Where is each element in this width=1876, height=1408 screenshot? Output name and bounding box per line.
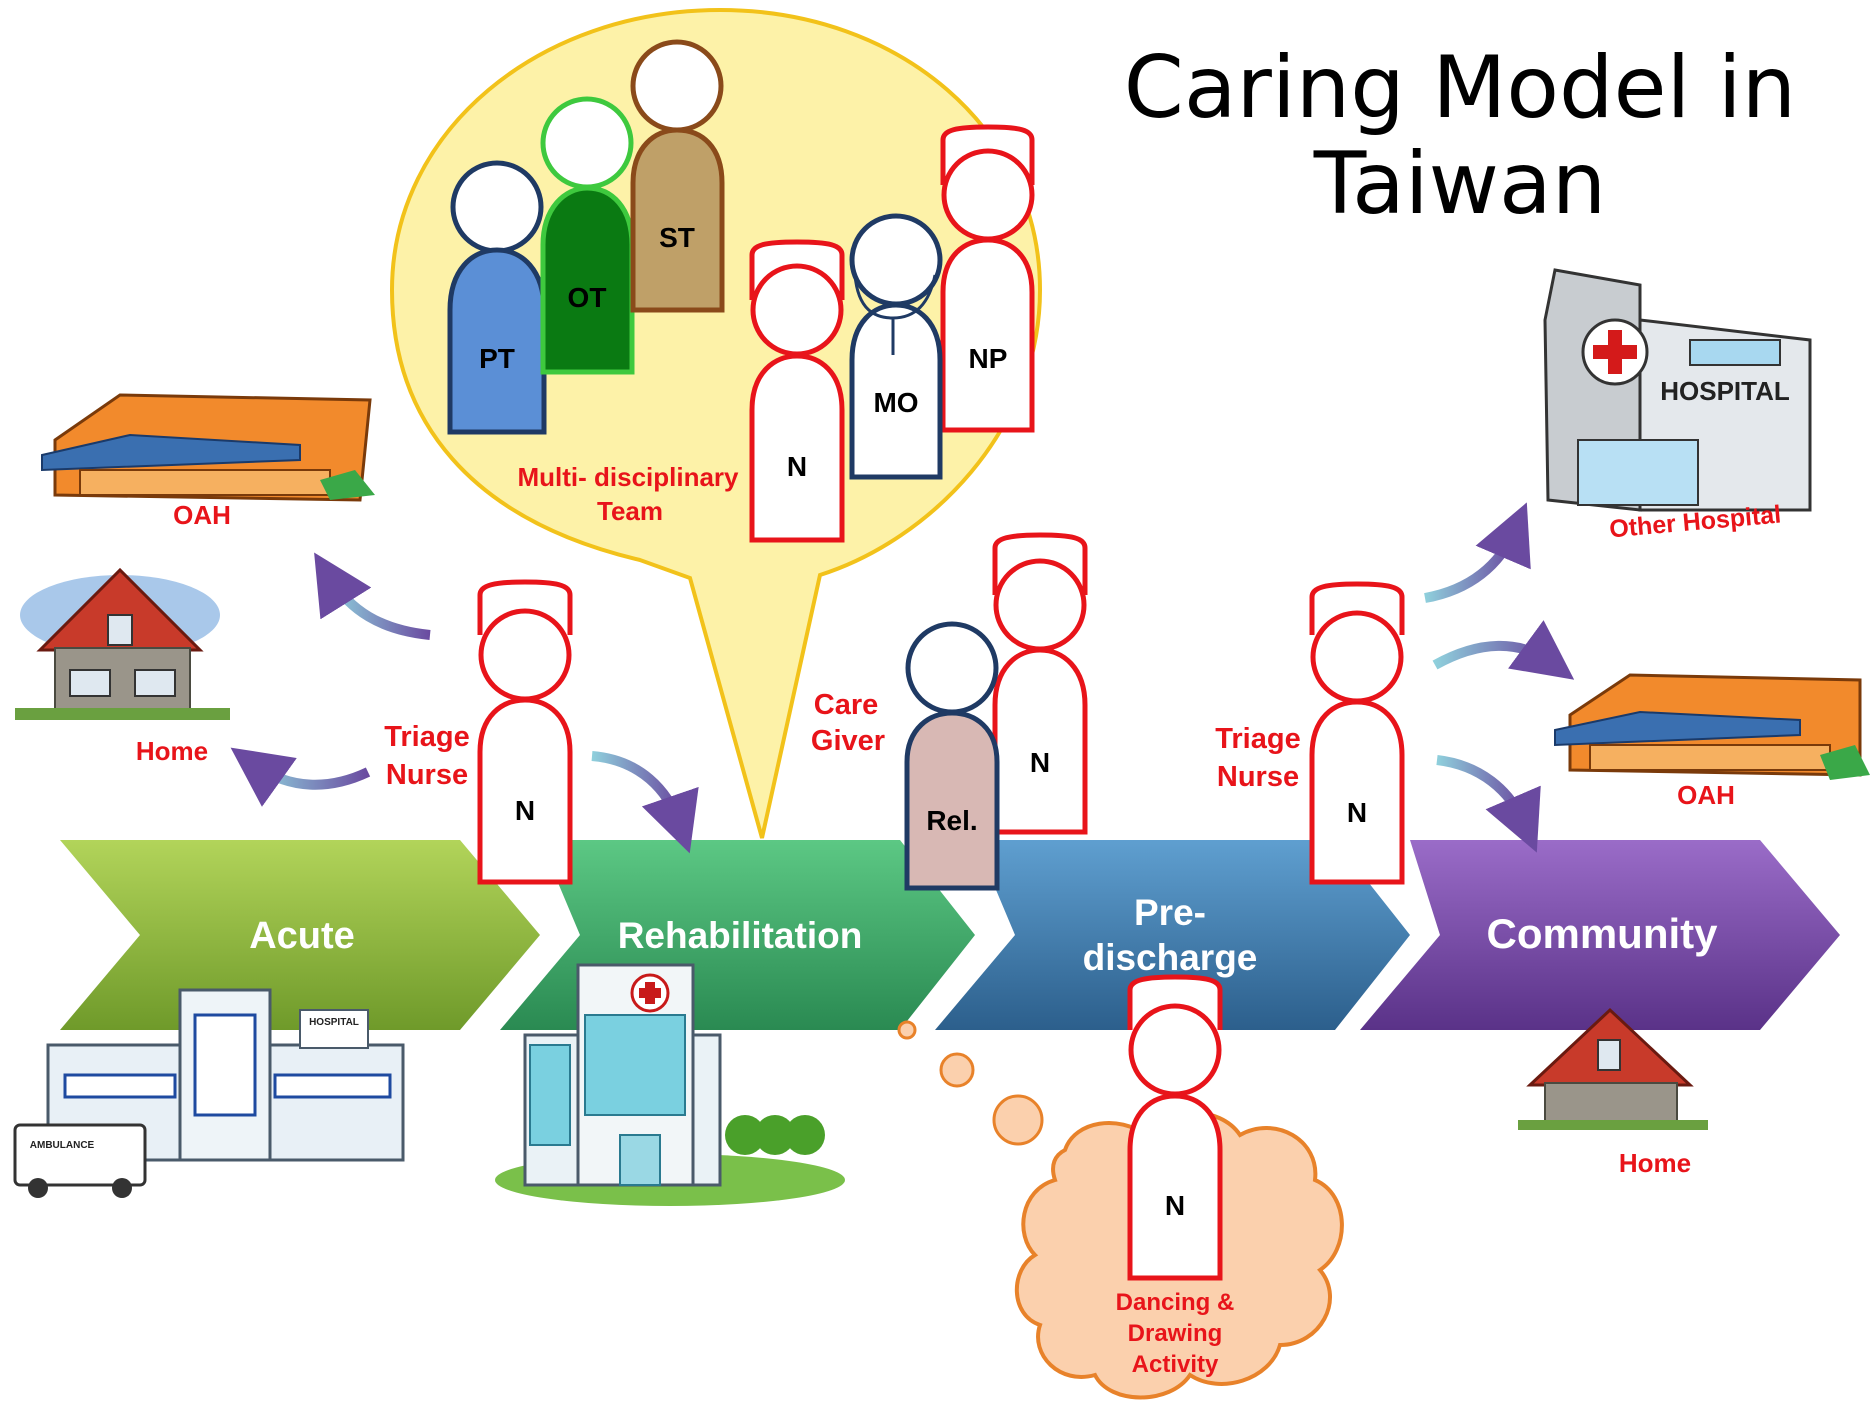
- triage-nurse-right-badge: N: [1347, 797, 1367, 828]
- acute-hospital-building: HOSPITAL AMBULANCE: [13, 988, 405, 1198]
- activity-nurse-badge: N: [1165, 1190, 1185, 1221]
- activity-nurse: N: [1127, 974, 1223, 1281]
- team-member-np-label: NP: [969, 343, 1008, 374]
- arrow-to-right-oah: [1432, 620, 1575, 680]
- stage-rehabilitation-label: Rehabilitation: [618, 915, 863, 956]
- right-oah-building: [1554, 673, 1870, 780]
- stage-pre-discharge: Pre- discharge: [935, 840, 1410, 1030]
- caregiver-relative: Rel.: [904, 621, 1000, 891]
- team-member-st: ST: [630, 39, 725, 313]
- team-member-np: NP: [940, 124, 1035, 433]
- team-member-mo-label: MO: [873, 387, 918, 418]
- triage-nurse-left-badge: N: [515, 795, 535, 826]
- activity-line2: Drawing: [1128, 1320, 1223, 1347]
- right-oah-label: OAH: [1677, 780, 1735, 810]
- team-member-ot: OT: [540, 96, 635, 375]
- title-line2: Taiwan: [1313, 134, 1607, 234]
- team-caption-line2: Team: [597, 496, 663, 526]
- page-title: Caring Model in Taiwan: [1080, 40, 1840, 232]
- triage-left-label1: Triage: [384, 721, 469, 753]
- triage-nurse-right: N: [1309, 581, 1405, 885]
- stage-community: Community: [1360, 840, 1840, 1030]
- activity-line1: Dancing &: [1116, 1289, 1235, 1316]
- team-caption-line1: Multi- disciplinary: [517, 462, 739, 492]
- stage-pre-discharge-label: Pre-: [1134, 892, 1206, 933]
- triage-nurse-left: N: [477, 579, 573, 885]
- team-member-ot-label: OT: [568, 282, 607, 313]
- team-member-nurse-label: N: [787, 451, 807, 482]
- arrow-to-left-oah: [314, 552, 431, 640]
- other-hospital-sign: HOSPITAL: [1660, 376, 1790, 406]
- other-hospital-building: HOSPITAL: [1543, 268, 1812, 512]
- rehabilitation-hospital-building: [495, 963, 845, 1206]
- stethoscope-icon: [853, 274, 937, 355]
- left-oah-label: OAH: [173, 500, 231, 530]
- left-home-building: [15, 567, 230, 720]
- arrow-to-left-home: [230, 747, 371, 807]
- right-home-label: Home: [1619, 1148, 1691, 1178]
- team-member-mo: MO: [849, 213, 943, 480]
- caregiver-label1: Care: [814, 689, 879, 721]
- triage-left-label2: Nurse: [386, 759, 468, 791]
- caregiver-nurse: N: [992, 532, 1088, 835]
- stage-acute-label: Acute: [249, 915, 355, 957]
- team-member-pt: PT: [447, 160, 547, 435]
- thought-dot-small: [897, 1020, 917, 1040]
- arrow-to-rehabilitation: [591, 751, 699, 854]
- triage-right-label1: Triage: [1215, 723, 1300, 755]
- team-member-pt-label: PT: [479, 343, 515, 374]
- activity-line3: Activity: [1132, 1351, 1219, 1378]
- thought-dot-large: [992, 1094, 1044, 1146]
- stage-pre-discharge-label-2: discharge: [1083, 937, 1258, 978]
- acute-hospital-sign: HOSPITAL: [309, 1017, 359, 1028]
- title-line1: Caring Model in: [1123, 38, 1797, 138]
- caregiver-nurse-badge: N: [1030, 747, 1050, 778]
- right-home-building: [1518, 1007, 1708, 1130]
- stage-acute: Acute: [60, 840, 540, 1030]
- triage-right-label2: Nurse: [1217, 761, 1299, 793]
- left-home-label: Home: [136, 736, 208, 766]
- ambulance-sign: AMBULANCE: [30, 1140, 95, 1151]
- thought-dot-medium: [939, 1052, 975, 1088]
- left-oah-building: [41, 393, 375, 502]
- stage-community-label: Community: [1487, 910, 1719, 957]
- arrow-to-community: [1436, 755, 1541, 853]
- caregiver-relative-label: Rel.: [926, 805, 977, 836]
- caregiver-label2: Giver: [811, 725, 885, 757]
- team-member-nurse: N: [749, 239, 845, 543]
- arrow-to-other-hospital: [1424, 502, 1531, 603]
- team-member-st-label: ST: [659, 222, 695, 253]
